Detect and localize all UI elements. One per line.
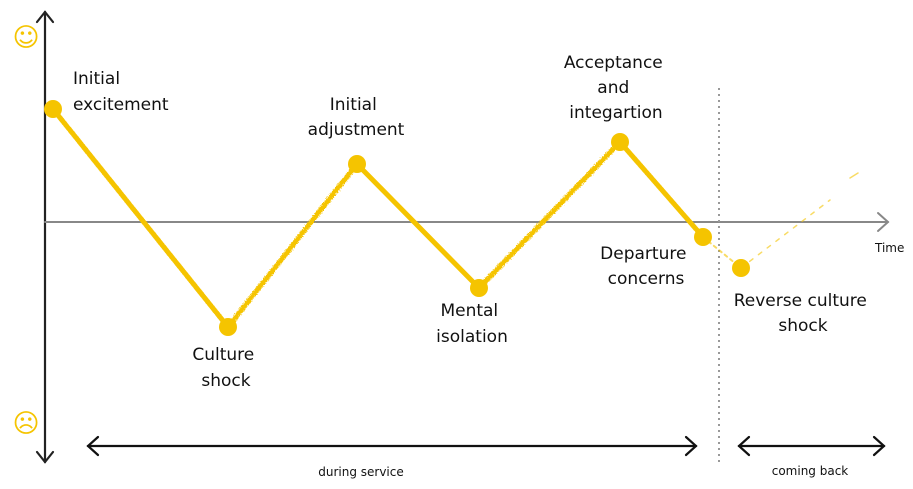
label-line: Reverse culture xyxy=(734,291,867,311)
point-initial-adjustment xyxy=(348,155,366,173)
point-initial-excitement xyxy=(44,100,62,118)
emotion-curve xyxy=(50,106,706,330)
label-line: shock xyxy=(778,316,827,336)
label-line: integartion xyxy=(569,103,662,123)
label-line: Initial xyxy=(330,95,377,115)
label-line: and xyxy=(597,78,629,98)
label-acceptance-integration: Acceptance and integartion xyxy=(564,53,668,123)
label-culture-shock: Culture shock xyxy=(192,345,259,391)
during-service-label: during service xyxy=(318,465,404,479)
point-culture-shock xyxy=(219,318,237,336)
label-line: concerns xyxy=(608,269,685,289)
stage-points xyxy=(44,100,750,336)
coming-back-span xyxy=(737,435,886,457)
point-mental-isolation xyxy=(470,279,488,297)
point-departure-concerns xyxy=(694,228,712,246)
during-service-span xyxy=(86,435,698,457)
label-line: Acceptance xyxy=(564,53,663,73)
return-curve xyxy=(702,172,859,269)
label-mental-isolation: Mental isolation xyxy=(436,301,508,347)
label-line: excitement xyxy=(73,95,169,115)
label-line: Culture xyxy=(192,345,254,365)
label-initial-excitement: Initial excitement xyxy=(73,69,169,115)
coming-back-label: coming back xyxy=(772,464,849,478)
label-line: Initial xyxy=(73,69,120,89)
point-reverse-culture-shock xyxy=(732,259,750,277)
label-line: adjustment xyxy=(308,120,405,140)
time-axis xyxy=(44,212,890,232)
point-acceptance-integration xyxy=(611,133,629,151)
label-line: shock xyxy=(201,371,250,391)
label-line: Departure xyxy=(600,244,686,264)
label-departure-concerns: Departure concerns xyxy=(600,244,692,289)
vertical-axis xyxy=(35,10,55,464)
label-line: isolation xyxy=(436,327,508,347)
frowning-face-icon: ☹ xyxy=(12,409,39,439)
label-reverse-culture-shock: Reverse culture shock xyxy=(734,291,873,336)
label-initial-adjustment: Initial adjustment xyxy=(308,95,405,140)
smiling-face-icon: ☺ xyxy=(12,23,39,53)
time-axis-label: Time xyxy=(874,241,904,255)
label-line: Mental xyxy=(440,301,498,321)
